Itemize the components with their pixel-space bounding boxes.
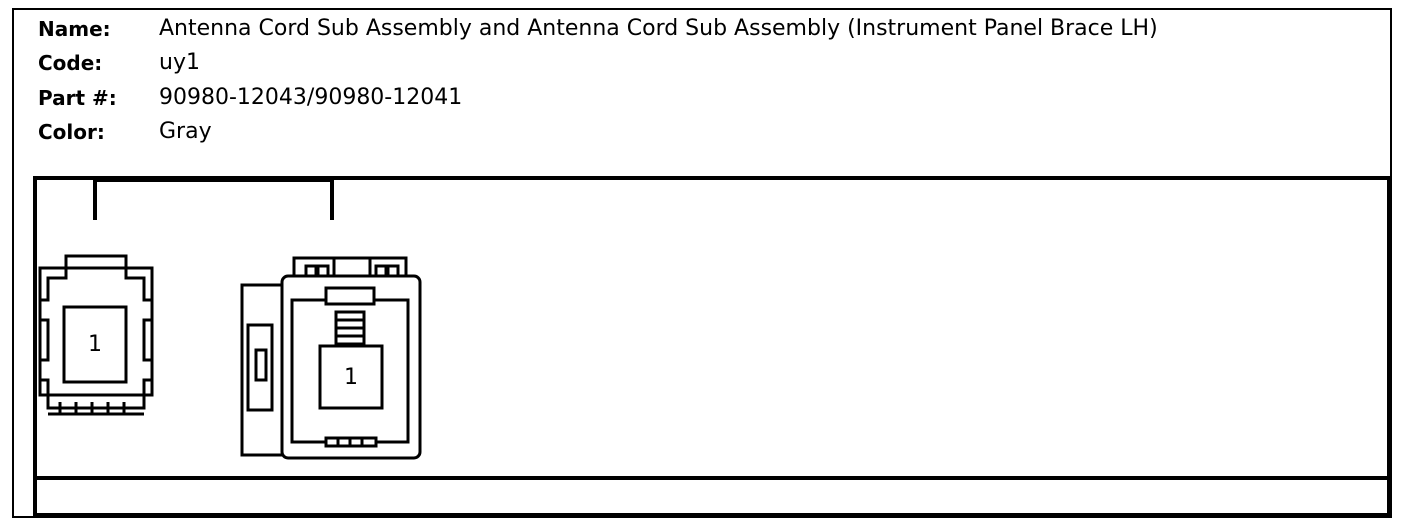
name-label: Name: xyxy=(38,17,111,41)
code-value: uy1 xyxy=(159,50,200,75)
footer-strip xyxy=(33,476,1391,517)
connector-bracket xyxy=(93,178,334,220)
part-value: 90980-12043/90980-12041 xyxy=(159,85,463,110)
connector-right xyxy=(240,256,422,460)
color-label: Color: xyxy=(38,120,105,144)
diagram-frame xyxy=(12,8,1392,518)
connector-right-pin: 1 xyxy=(344,365,358,390)
part-label: Part #: xyxy=(38,86,117,110)
connector-left xyxy=(38,254,154,416)
connector-left-pin: 1 xyxy=(88,332,102,357)
color-value: Gray xyxy=(159,119,212,144)
name-value: Antenna Cord Sub Assembly and Antenna Co… xyxy=(159,16,1158,41)
code-label: Code: xyxy=(38,51,103,75)
